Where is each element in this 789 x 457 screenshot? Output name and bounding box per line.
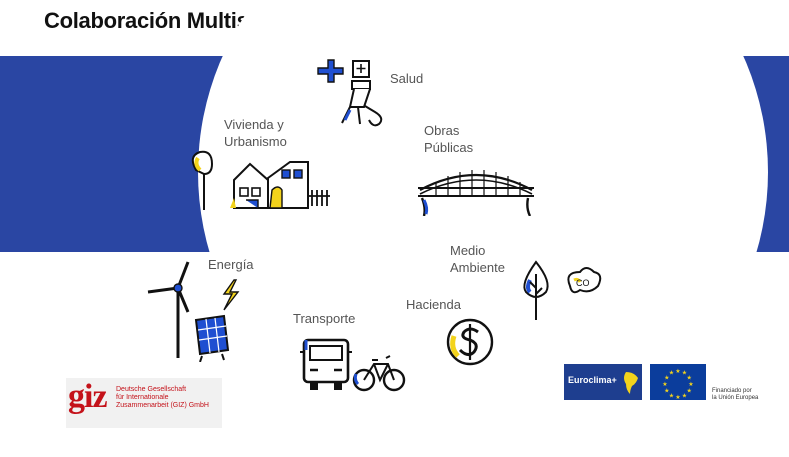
sector-label-energia: Energía (208, 257, 254, 272)
svg-text:★: ★ (687, 388, 692, 395)
svg-text:★: ★ (675, 394, 680, 400)
euroclima-logo-text: Euroclima+ (568, 375, 617, 385)
svg-text:★: ★ (682, 392, 687, 399)
bridge-icon (418, 170, 534, 216)
sector-label-transporte: Transporte (293, 311, 356, 326)
sector-label-salud: Salud (390, 71, 424, 86)
eu-flag-icon: ★ ★ ★ ★ ★ ★ ★ ★ ★ ★ ★ ★ (650, 364, 706, 401)
sector-label-obras: Obras Públicas (424, 123, 474, 155)
latin-america-map-icon (624, 372, 638, 394)
finance-icon (446, 318, 494, 366)
giz-logo: giz Deutsche Gesellschaft für Internatio… (66, 378, 222, 428)
giz-logo-mark: giz (68, 378, 108, 415)
giz-logo-text: Deutsche Gesellschaft für Internationale… (116, 386, 209, 409)
svg-text:★: ★ (664, 375, 669, 382)
housing-icon (191, 150, 330, 210)
sector-label-vivienda: Vivienda y Urbanismo (224, 117, 287, 149)
svg-text:★: ★ (675, 368, 680, 375)
sector-label-medio-ambiente: Medio Ambiente (450, 243, 505, 275)
svg-text:★: ★ (682, 370, 687, 377)
eu-funding-caption: Financiado por la Unión Europea (712, 388, 759, 401)
sector-label-hacienda: Hacienda (406, 297, 461, 312)
environment-icon: CO (523, 260, 602, 320)
svg-text:★: ★ (687, 375, 692, 382)
svg-text:★: ★ (688, 381, 693, 388)
svg-text:★: ★ (669, 370, 674, 377)
health-icon (317, 59, 383, 127)
transport-icon (300, 338, 406, 392)
euroclima-logo: Euroclima+ (564, 364, 642, 400)
svg-text:★: ★ (669, 392, 674, 399)
svg-text:★: ★ (662, 381, 667, 388)
energy-icon (147, 261, 240, 362)
svg-text:CO: CO (576, 278, 590, 288)
svg-text:★: ★ (664, 388, 669, 395)
